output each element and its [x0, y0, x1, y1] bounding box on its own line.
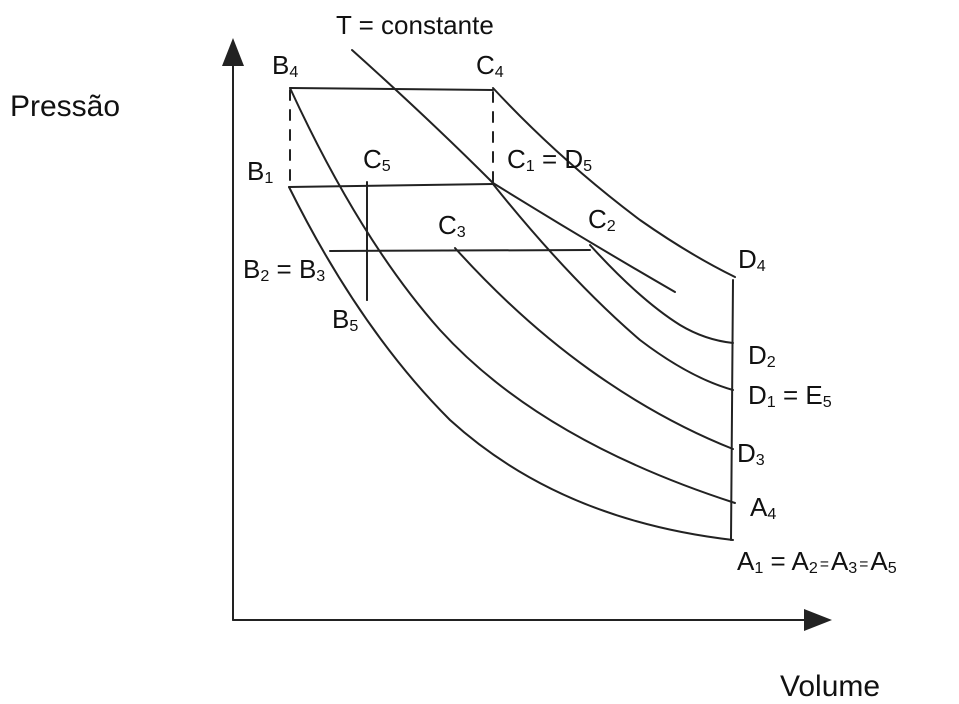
point-label-c2: C2 [588, 204, 616, 235]
point-label-d1-e5: D1 = E5 [748, 380, 832, 411]
curve-c3-d3 [454, 247, 734, 450]
point-label-c1-d5: C1 = D5 [507, 144, 593, 175]
point-label-c5: C5 [363, 144, 391, 175]
point-label-b1: B1 [247, 156, 274, 187]
point-label-c3: C3 [438, 210, 466, 241]
point-label-d4: D4 [738, 244, 766, 275]
point-label-b5: B5 [332, 304, 359, 335]
point-label-d3: D3 [737, 438, 765, 469]
x-axis-label: Volume [780, 670, 881, 703]
curve-c1-d1 [492, 183, 734, 391]
curve-c2-d2 [589, 244, 734, 344]
isobar-b1-c1 [288, 183, 494, 188]
point-label-a1-a2-a3-a5: A1 = A2=A3=A5 [737, 546, 897, 577]
x-axis-arrow [804, 609, 832, 631]
curve-c4-d4 [492, 87, 736, 278]
point-label-a4: A4 [750, 492, 777, 523]
y-axis-label: Pressão [10, 90, 121, 123]
isotherm-label: T = constante [336, 10, 494, 40]
curve-b4-a4 [289, 87, 736, 504]
point-label-b4: B4 [272, 50, 299, 81]
point-label-c4: C4 [476, 50, 504, 81]
y-axis-arrow [222, 38, 244, 66]
curve-b1-a1 [288, 186, 734, 541]
point-label-b2-b3: B2 = B3 [243, 254, 326, 285]
isobar-b4-c4 [289, 87, 494, 91]
point-label-d2: D2 [748, 340, 776, 371]
vertical-d4-a1 [730, 279, 734, 541]
isobar-b2-c2 [329, 249, 591, 252]
